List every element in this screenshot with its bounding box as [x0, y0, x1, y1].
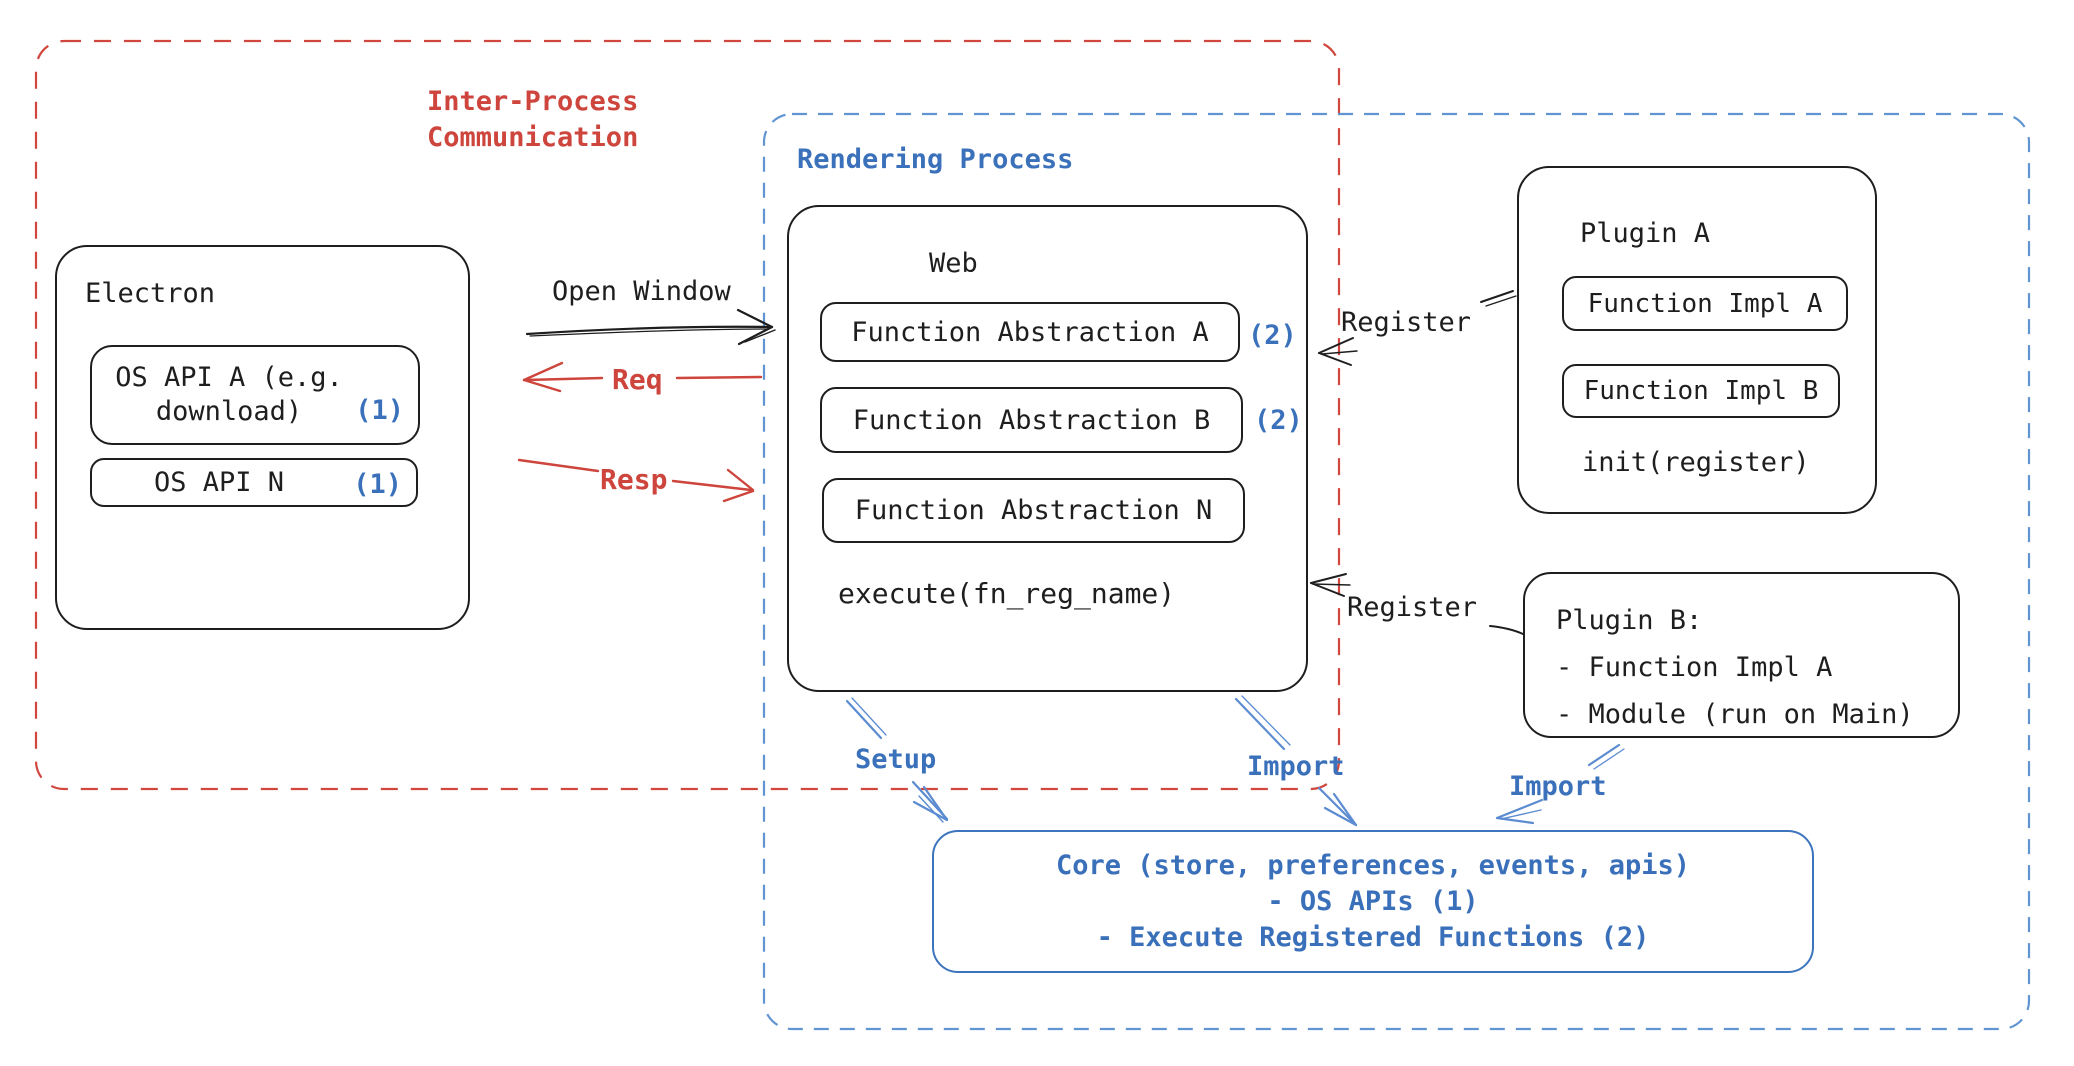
os-api-n-label: OS API N [153, 467, 285, 498]
resp-label: Resp [600, 463, 668, 496]
function-impl-b-label: Function Impl B [1583, 376, 1819, 406]
register-top-label: Register [1341, 307, 1472, 338]
function-abstraction-a-box: Function Abstraction A [820, 302, 1240, 362]
plugin-b-box [1523, 572, 1960, 738]
plugin-a-title: Plugin A [1580, 218, 1711, 249]
function-abstraction-b-ref: (2) [1254, 405, 1303, 436]
function-abstraction-n-label: Function Abstraction N [854, 495, 1213, 526]
core-line-2: - OS APIs (1) [1267, 885, 1479, 917]
plugin-b-item-1: - Function Impl A [1556, 652, 1833, 683]
function-abstraction-b-box: Function Abstraction B [820, 387, 1243, 453]
req-label: Req [612, 363, 663, 396]
function-impl-b-box: Function Impl B [1562, 364, 1840, 418]
core-box: Core (store, preferences, events, apis) … [932, 830, 1814, 973]
function-impl-a-label: Function Impl A [1587, 288, 1823, 319]
open-window-arrow [525, 308, 776, 346]
function-impl-a-box: Function Impl A [1562, 276, 1848, 331]
plugin-b-item-2: - Module (run on Main) [1556, 699, 1914, 730]
open-window-label: Open Window [552, 276, 731, 307]
plugin-a-box [1517, 166, 1877, 514]
function-abstraction-n-box: Function Abstraction N [822, 478, 1245, 543]
core-line-3: - Execute Registered Functions (2) [1096, 921, 1650, 953]
register-bottom-label: Register [1347, 592, 1478, 623]
import-plugin-label: Import [1509, 771, 1607, 802]
plugin-b-title: Plugin B: [1556, 605, 1703, 636]
electron-title: Electron [85, 278, 216, 309]
import-web-label: Import [1247, 751, 1345, 782]
electron-box [55, 245, 470, 630]
os-api-n-ref: (1) [353, 469, 402, 500]
os-api-a-ref: (1) [355, 395, 404, 426]
rendering-region-title: Rendering Process [797, 144, 1074, 175]
init-register-label: init(register) [1582, 447, 1810, 478]
plugin-b-content: Plugin B: - Function Impl A - Module (run … [1556, 597, 1914, 738]
setup-label: Setup [855, 744, 937, 775]
execute-label: execute(fn_reg_name) [838, 577, 1176, 610]
os-api-n-box: OS API N (1) [90, 458, 418, 507]
web-box [787, 205, 1308, 692]
function-abstraction-a-ref: (2) [1248, 320, 1297, 351]
os-api-a-box: OS API A (e.g.download) (1) [90, 345, 420, 445]
core-line-1: Core (store, preferences, events, apis) [1056, 849, 1690, 881]
web-title: Web [929, 248, 978, 279]
os-api-a-label: OS API A (e.g.download) [115, 362, 343, 427]
function-abstraction-a-label: Function Abstraction A [851, 316, 1209, 348]
function-abstraction-b-label: Function Abstraction B [852, 404, 1211, 436]
